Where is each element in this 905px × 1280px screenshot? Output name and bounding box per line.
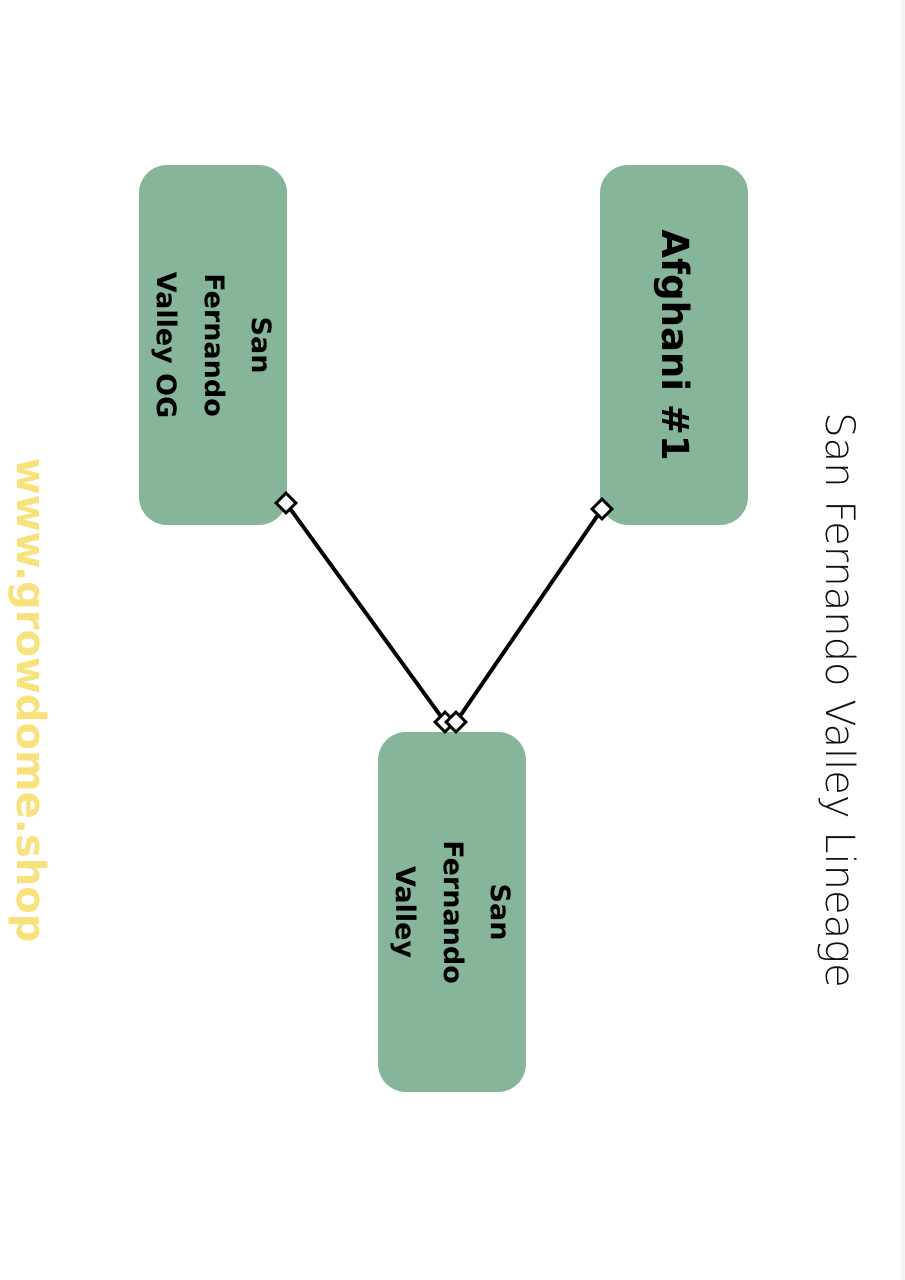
node-afghani-1[interactable]: Afghani #1 xyxy=(600,165,748,525)
edge-og-end-diamond xyxy=(432,709,458,735)
diagram-title: San Fernando Valley Lineage xyxy=(816,412,862,988)
node-label-san-fernando-valley-og: San Fernando Valley OG xyxy=(150,271,276,419)
edge-og-to-sfv xyxy=(284,501,447,724)
node-label-san-fernando-valley: San Fernando Valley xyxy=(389,840,515,984)
node-san-fernando-valley-og[interactable]: San Fernando Valley OG xyxy=(139,165,287,525)
watermark-url: www.growdome.shop xyxy=(7,457,53,943)
node-label-afghani-1: Afghani #1 xyxy=(653,229,697,461)
page-edge xyxy=(901,0,905,1280)
edge-afghani-to-sfv xyxy=(454,507,604,724)
edge-afghani-end-diamond xyxy=(443,709,469,735)
node-san-fernando-valley[interactable]: San Fernando Valley xyxy=(378,732,526,1092)
